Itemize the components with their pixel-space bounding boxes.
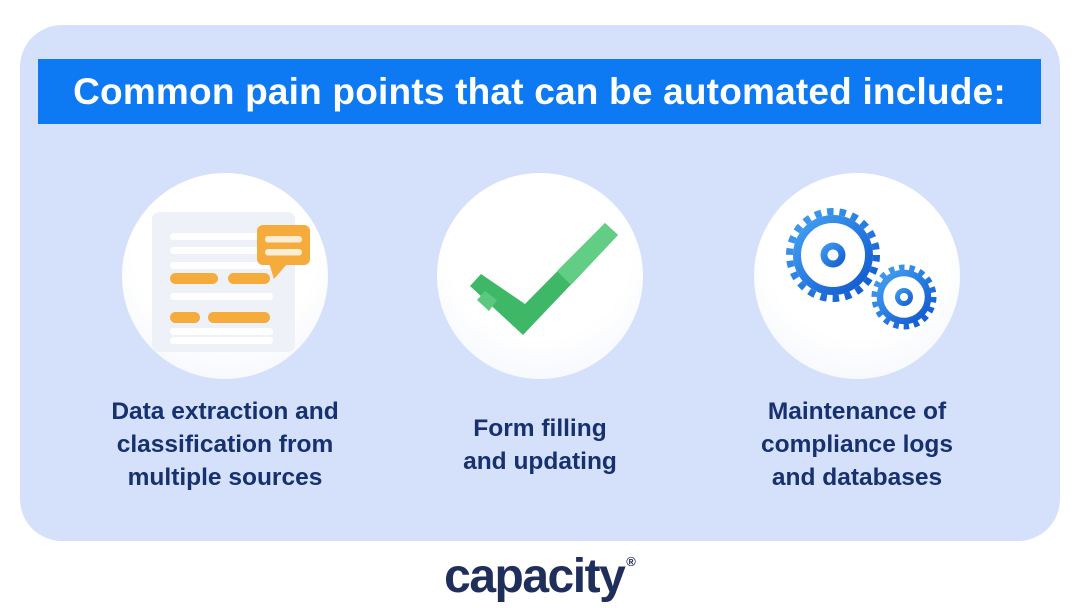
- icon-circle: [754, 173, 960, 379]
- content-card: Common pain points that can be automated…: [20, 25, 1060, 541]
- item-data-extraction: Data extraction and classification from …: [60, 173, 390, 494]
- logo-wordmark: capacity: [444, 550, 626, 603]
- item-label: Maintenance of compliance logs and datab…: [761, 398, 953, 491]
- item-label: Form filling and updating: [463, 415, 617, 475]
- footer: capacity®: [0, 549, 1080, 605]
- document-highlight-icon: [152, 212, 310, 352]
- item-form-filling: Form filling and updating: [375, 173, 705, 478]
- header-banner: Common pain points that can be automated…: [38, 59, 1041, 124]
- checkmark-icon: [470, 223, 618, 335]
- icon-circle: [437, 173, 643, 379]
- item-label: Data extraction and classification from …: [111, 398, 339, 491]
- page-title: Common pain points that can be automated…: [73, 70, 1006, 112]
- icon-circle: [122, 173, 328, 379]
- registered-trademark: ®: [626, 554, 636, 569]
- capacity-logo: capacity®: [444, 553, 636, 601]
- gears-icon: [786, 208, 937, 330]
- item-maintenance: Maintenance of compliance logs and datab…: [692, 173, 1022, 494]
